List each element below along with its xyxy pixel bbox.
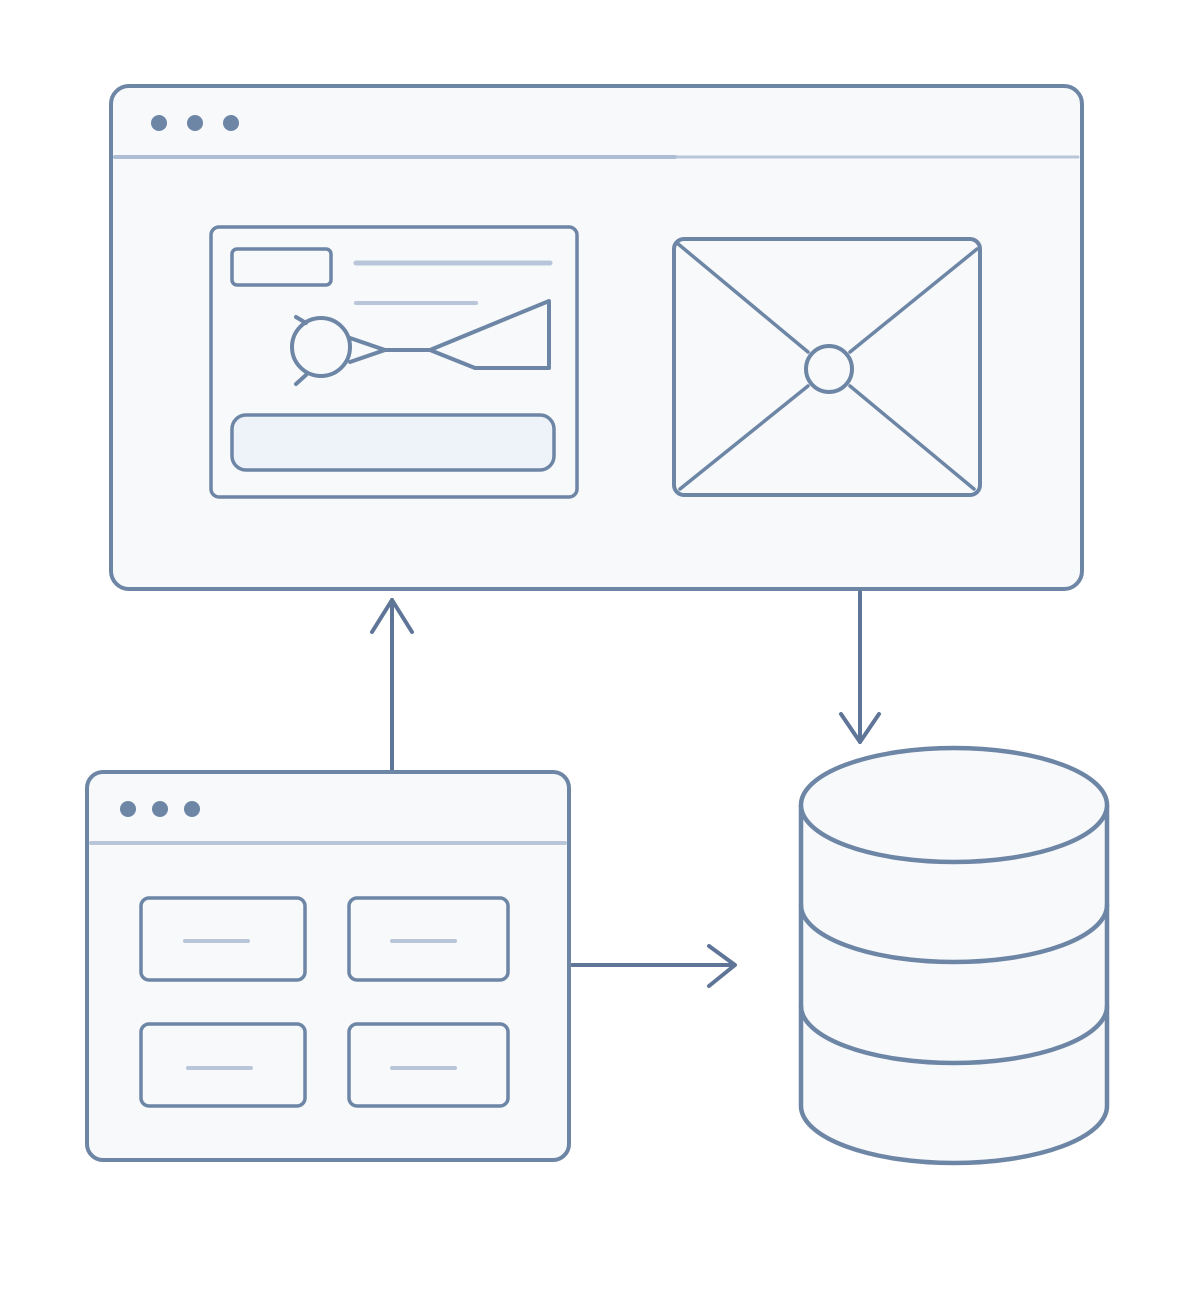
tile[interactable] [347,896,510,982]
arrow-up-icon [370,598,414,772]
small-window-dots [120,801,200,817]
main-window [109,84,1084,591]
window-dot-icon [152,801,168,817]
tile[interactable] [139,1022,307,1108]
small-window [85,770,571,1162]
database-band-1 [798,902,1110,965]
window-dot-icon [151,115,167,131]
window-dot-icon [223,115,239,131]
tile[interactable] [347,1022,510,1108]
database-top [798,745,1110,865]
arrow-down-icon [839,590,881,744]
image-placeholder-icon [672,237,982,497]
window-dot-icon [120,801,136,817]
arrow-right-icon [570,944,737,988]
window-dot-icon [187,115,203,131]
window-dot-icon [184,801,200,817]
database-body [798,805,1110,1166]
database-band-2 [798,1003,1110,1066]
node-graph-icon [290,299,551,386]
card-title-placeholder [230,247,333,287]
tile[interactable] [139,896,307,982]
database-icon [798,745,1110,1166]
main-window-dots [151,115,239,131]
card-action-button[interactable] [230,413,556,472]
node-graph-card [209,225,579,499]
